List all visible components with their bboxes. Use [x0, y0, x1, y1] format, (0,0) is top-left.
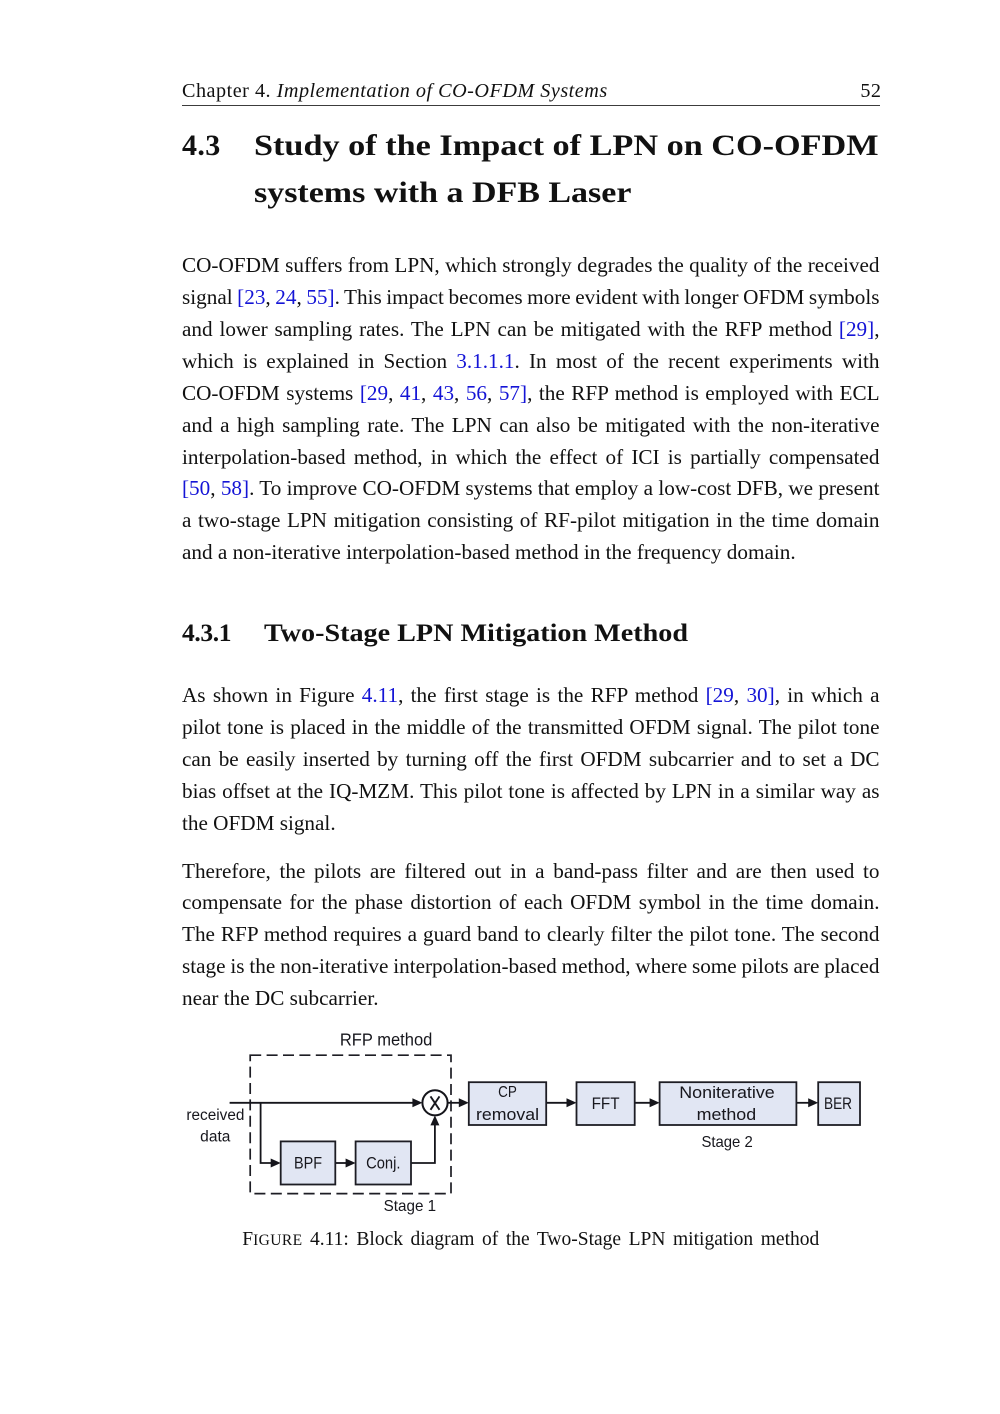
- svg-text:received: received: [186, 1107, 244, 1124]
- svg-text:BER: BER: [824, 1095, 852, 1113]
- svg-text:FFT: FFT: [592, 1095, 620, 1113]
- svg-text:RFP method: RFP method: [340, 1030, 433, 1049]
- svg-text:BPF: BPF: [294, 1155, 322, 1173]
- svg-text:Noniterative: Noniterative: [679, 1084, 775, 1102]
- svg-text:Stage 2: Stage 2: [701, 1134, 752, 1151]
- svg-text:CP: CP: [498, 1084, 517, 1101]
- svg-text:Conj.: Conj.: [366, 1155, 400, 1173]
- svg-text:method: method: [697, 1106, 757, 1124]
- svg-text:data: data: [200, 1128, 231, 1145]
- svg-text:Stage 1: Stage 1: [384, 1198, 437, 1215]
- svg-text:removal: removal: [476, 1106, 539, 1124]
